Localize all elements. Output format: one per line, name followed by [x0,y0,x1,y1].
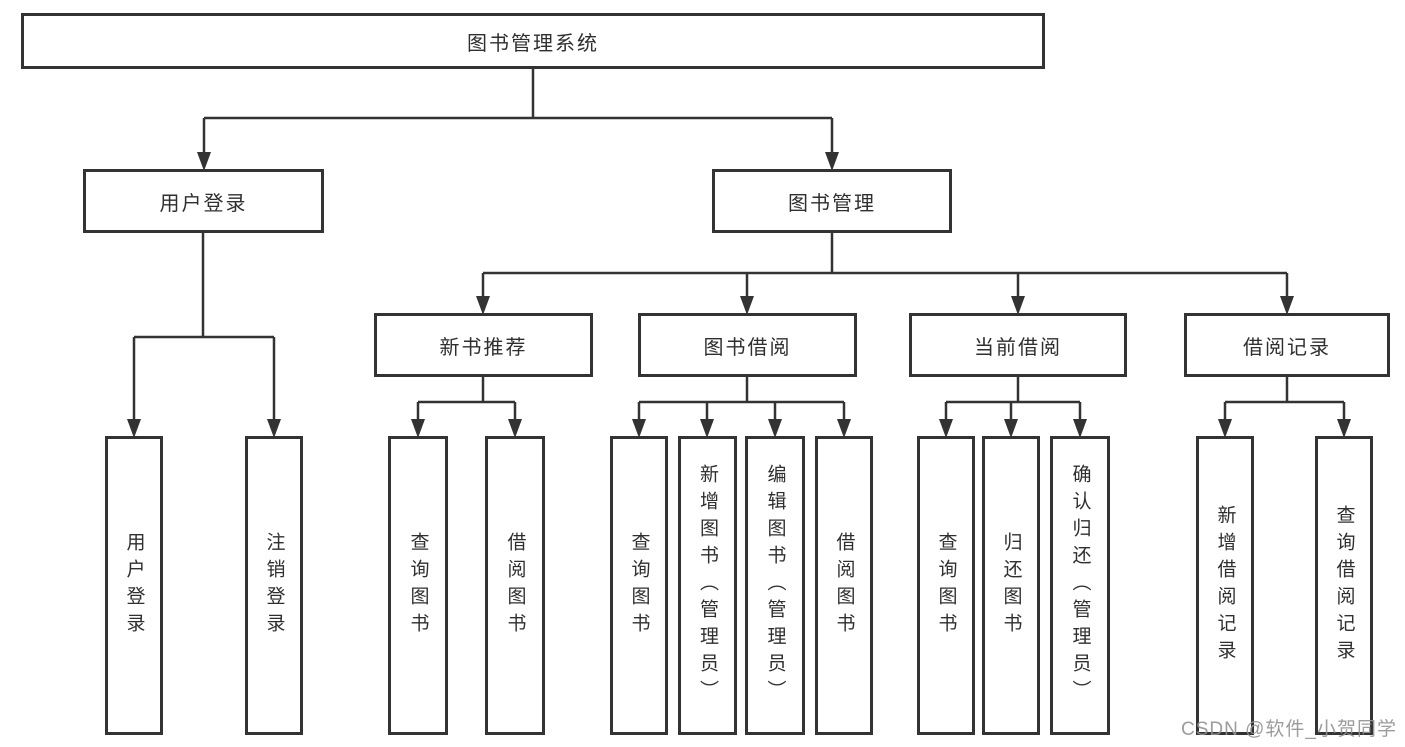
node-user-login: 用户登录 [83,169,324,233]
node-book-borrow: 图书借阅 [638,313,857,377]
leaf-query-books-borrow: 查询图书 [610,436,668,735]
leaf-edit-books-admin: 编辑图书（管理员） [745,436,805,735]
node-borrow-records: 借阅记录 [1184,313,1390,377]
leaf-query-books-recommend: 查询图书 [388,436,448,735]
node-root-library-management-system: 图书管理系统 [21,13,1045,69]
leaf-user-login: 用户登录 [105,436,163,735]
leaf-return-books: 归还图书 [982,436,1040,735]
leaf-logout: 注销登录 [245,436,303,735]
leaf-borrow-books: 借阅图书 [815,436,873,735]
leaf-confirm-return-admin: 确认归还（管理员） [1050,436,1110,735]
leaf-borrow-books-recommend: 借阅图书 [485,436,545,735]
node-new-book-recommend: 新书推荐 [374,313,593,377]
leaf-add-books-admin: 新增图书（管理员） [678,436,737,735]
leaf-query-books-current: 查询图书 [917,436,975,735]
node-current-borrow: 当前借阅 [909,313,1127,377]
csdn-watermark: CSDN @软件_小贺同学 [1181,719,1397,740]
leaf-query-borrow-record: 查询借阅记录 [1315,436,1373,735]
node-book-management: 图书管理 [712,169,952,233]
leaf-add-borrow-record: 新增借阅记录 [1196,436,1254,735]
